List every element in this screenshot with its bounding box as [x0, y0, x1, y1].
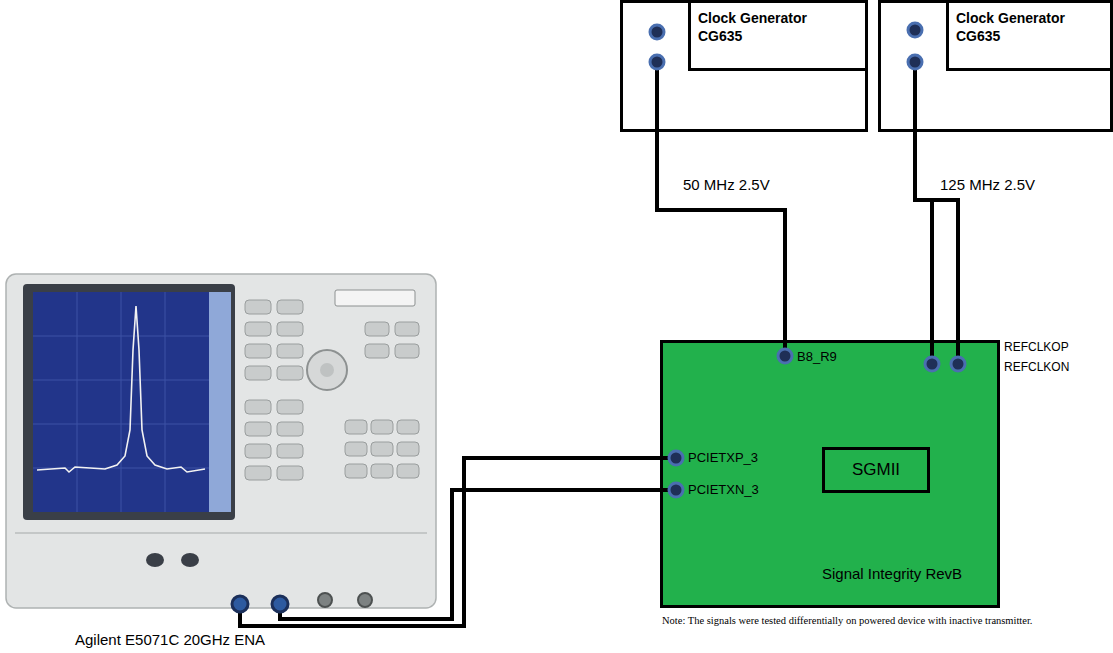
- keypad-part: [245, 466, 271, 480]
- test-port: [272, 596, 288, 612]
- keypad-part: [245, 444, 271, 458]
- keypad-part: [371, 464, 393, 478]
- keypad-part: [277, 400, 303, 414]
- network-analyzer-illustration: [5, 270, 440, 615]
- resonance-trace: [37, 306, 205, 472]
- rotary-knob: [307, 350, 347, 390]
- keypad-part: [397, 464, 419, 478]
- signal-wire: [240, 458, 660, 626]
- instrument-body: [6, 274, 436, 608]
- test-port: [232, 596, 248, 612]
- keypad-part: [397, 420, 419, 434]
- pin-stubs-part: [930, 340, 934, 364]
- keypad-part: [245, 422, 271, 436]
- connector-pins-part: [925, 357, 939, 371]
- test-port: [358, 593, 372, 607]
- signal-name: REFCLKOP: [1004, 340, 1069, 354]
- keypad-part: [397, 442, 419, 456]
- disk-slot: [335, 290, 415, 306]
- note-text: Note: The signals were tested differenti…: [662, 614, 1082, 627]
- network-analyzer: Agilent E5071C 20GHz ENA: [5, 270, 440, 615]
- signal-name: PCIETXP_3: [688, 450, 758, 466]
- screen: [33, 292, 209, 512]
- screen-bezel: [23, 284, 235, 520]
- keypad-part: [277, 466, 303, 480]
- rotary-knob-center: [320, 363, 334, 377]
- connector-pins-part: [778, 349, 792, 363]
- front-panel-strip: [15, 532, 427, 534]
- label-panel: Clock Generator CG635: [688, 0, 868, 71]
- keypad-part: [395, 322, 419, 336]
- keypad-part: [245, 400, 271, 414]
- connector-pins-part: [669, 451, 683, 465]
- signal-label: 50 MHz 2.5V: [683, 176, 770, 194]
- block-name: SGMII: [852, 459, 900, 480]
- keypad-part: [345, 420, 367, 434]
- connector-pins-part: [908, 23, 922, 37]
- signal-wire: [657, 132, 785, 340]
- keypad-part: [395, 344, 419, 358]
- label-panel: Clock Generator CG635: [946, 0, 1113, 71]
- connector-pins-part: [650, 55, 664, 69]
- keypad-part: [245, 366, 271, 380]
- board-name: Signal Integrity RevB: [822, 565, 962, 584]
- pin-name: B8_R9: [797, 349, 837, 365]
- keypad-part: [345, 442, 367, 456]
- screen-grid-part: [121, 292, 122, 512]
- keypad-part: [277, 322, 303, 336]
- clock-generator-box: Clock Generator CG635: [620, 0, 868, 132]
- device-name: Clock Generator CG635: [698, 10, 838, 45]
- signal-wire: [915, 132, 932, 340]
- keypad-part: [245, 344, 271, 358]
- keypad-part: [345, 464, 367, 478]
- keypad-part: [371, 442, 393, 456]
- signal-wire: [915, 132, 958, 340]
- connector-pins-part: [908, 55, 922, 69]
- pin-stubs-part: [660, 488, 676, 492]
- keypad-part: [371, 420, 393, 434]
- screen-grid: [33, 292, 209, 512]
- keypad-part: [277, 344, 303, 358]
- keypad-part: [365, 344, 389, 358]
- pin-stubs: [657, 62, 958, 490]
- signal-label: 125 MHz 2.5V: [940, 176, 1035, 194]
- signal-name: REFCLKON: [1004, 360, 1069, 374]
- screen-grid-part: [77, 292, 78, 512]
- device-name: Clock Generator CG635: [956, 10, 1096, 45]
- pin-stubs-part: [660, 456, 676, 460]
- test-port: [318, 593, 332, 607]
- panel-button: [146, 553, 164, 567]
- pin-stubs-part: [913, 62, 917, 132]
- connector-pins-part: [951, 357, 965, 371]
- pin-stubs-part: [956, 340, 960, 364]
- panel-button: [181, 553, 199, 567]
- keypad-part: [277, 444, 303, 458]
- signal-name: PCIETXN_3: [688, 482, 759, 498]
- connector-pins-part: [669, 483, 683, 497]
- signal-wire: [280, 490, 660, 619]
- keypad-part: [245, 300, 271, 314]
- keypad-part: [245, 322, 271, 336]
- pin-stubs-part: [783, 340, 787, 356]
- connector-pins-part: [650, 25, 664, 39]
- circuit-board: Signal Integrity RevB SGMII: [660, 340, 1000, 608]
- keypad: [245, 300, 419, 480]
- softkey-menu: [209, 292, 231, 512]
- chip-block: SGMII: [822, 447, 930, 493]
- keypad-part: [277, 300, 303, 314]
- clock-generator-box: Clock Generator CG635: [878, 0, 1113, 132]
- pin-stubs-part: [655, 62, 659, 132]
- keypad-part: [277, 366, 303, 380]
- keypad-part: [277, 422, 303, 436]
- instrument-caption: Agilent E5071C 20GHz ENA: [75, 631, 265, 650]
- connector-pins: [650, 23, 965, 497]
- keypad-part: [365, 322, 389, 336]
- screen-grid-part: [165, 292, 166, 512]
